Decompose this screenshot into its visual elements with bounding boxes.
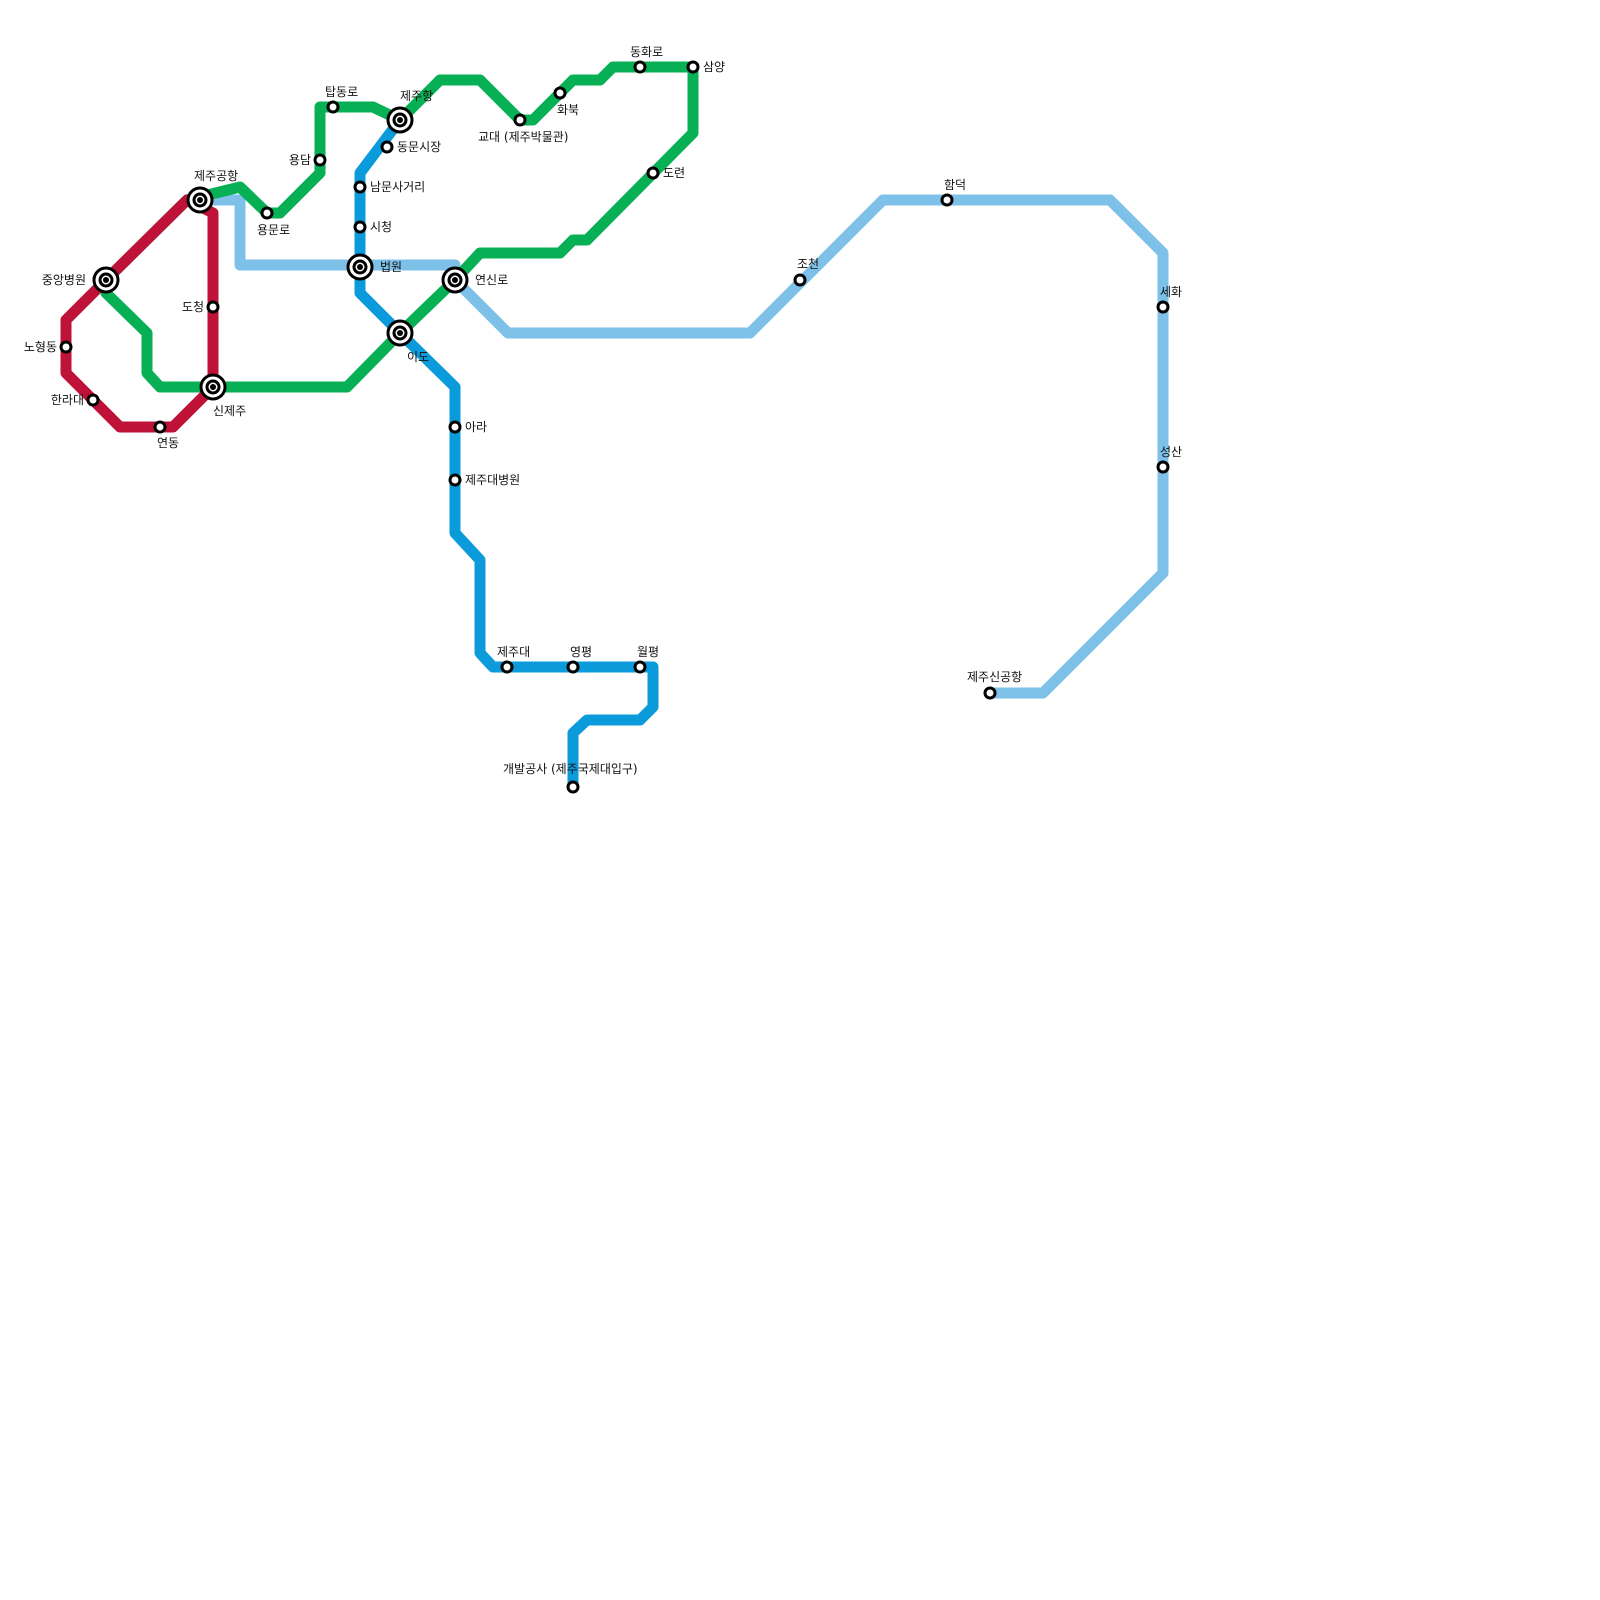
station-label: 동화로 xyxy=(630,45,663,59)
station-nammun[interactable]: 남문사거리 xyxy=(353,180,425,194)
station-label: 법원 xyxy=(380,260,402,274)
station-jungang[interactable]: 중앙병원 xyxy=(42,266,120,294)
station-tapdongro[interactable]: 탑동로 xyxy=(325,85,358,114)
station-sinjeju[interactable]: 신제주 xyxy=(199,373,246,418)
station-yeondong[interactable]: 연동 xyxy=(153,420,179,450)
station-yongdam[interactable]: 용담 xyxy=(289,153,327,167)
station-label: 제주항 xyxy=(400,89,433,103)
lightblue-line-east xyxy=(449,194,1169,699)
station-label: 제주신공항 xyxy=(967,670,1022,684)
station-label: 제주대병원 xyxy=(465,473,520,487)
station-yeonsinro[interactable]: 연신로 xyxy=(441,266,508,294)
station-doryeon[interactable]: 도련 xyxy=(646,166,685,180)
station-label: 화북 xyxy=(557,103,579,117)
stations: 중앙병원 제주공항 신제주 법원 제주항 연신로 이도 노형동 xyxy=(24,45,1182,794)
station-gyodae[interactable]: 교대 (제주박물관) xyxy=(478,113,568,144)
station-jejugonghang[interactable]: 제주공항 xyxy=(186,169,238,214)
station-hallade[interactable]: 한라대 xyxy=(51,393,100,407)
station-docheong[interactable]: 도청 xyxy=(182,300,220,314)
station-donghwaro[interactable]: 동화로 xyxy=(630,45,663,74)
station-label: 아라 xyxy=(465,420,487,434)
station-label: 성산 xyxy=(1160,445,1182,459)
station-label: 교대 (제주박물관) xyxy=(478,130,568,144)
station-hamdeok[interactable]: 함덕 xyxy=(940,178,966,207)
station-label: 도련 xyxy=(663,166,685,180)
station-label: 도청 xyxy=(182,300,204,314)
station-jejuhang[interactable]: 제주항 xyxy=(386,89,433,134)
station-label: 남문사거리 xyxy=(370,180,425,194)
station-seongsan[interactable]: 성산 xyxy=(1156,445,1182,474)
station-jocheon[interactable]: 조천 xyxy=(793,256,819,287)
station-label: 용문로 xyxy=(257,223,290,237)
station-samyang[interactable]: 삼양 xyxy=(686,60,725,74)
station-sehwa[interactable]: 세화 xyxy=(1156,285,1182,314)
station-label: 한라대 xyxy=(51,393,84,407)
station-ara[interactable]: 아라 xyxy=(448,420,487,434)
station-jejudae[interactable]: 제주대 xyxy=(497,645,530,674)
station-label: 세화 xyxy=(1160,285,1182,299)
station-sicheong[interactable]: 시청 xyxy=(353,220,392,234)
station-label: 월평 xyxy=(637,645,659,659)
station-gaebal[interactable]: 개발공사 (제주국제대입구) xyxy=(503,762,638,794)
station-label: 영평 xyxy=(570,645,592,659)
station-label: 용담 xyxy=(289,153,311,167)
station-label: 이도 xyxy=(407,350,429,364)
station-ido[interactable]: 이도 xyxy=(386,319,429,364)
station-label: 탑동로 xyxy=(325,85,358,99)
station-label: 노형동 xyxy=(24,340,57,354)
station-jejusingonghang[interactable]: 제주신공항 xyxy=(967,670,1022,700)
lightblue-line xyxy=(194,194,461,271)
station-yongmunro[interactable]: 용문로 xyxy=(257,206,290,237)
station-label: 연신로 xyxy=(475,273,508,287)
station-label: 개발공사 (제주국제대입구) xyxy=(503,762,638,776)
blue-line xyxy=(354,114,659,793)
station-label: 조천 xyxy=(797,256,819,271)
station-yeongpyeong[interactable]: 영평 xyxy=(566,645,592,674)
station-label: 중앙병원 xyxy=(42,273,86,287)
station-dongmun[interactable]: 동문시장 xyxy=(380,140,441,154)
station-wolpyeong[interactable]: 월평 xyxy=(633,645,659,674)
station-label: 함덕 xyxy=(944,178,966,192)
green-line xyxy=(100,61,699,393)
station-label: 동문시장 xyxy=(397,140,441,154)
station-nohyeong[interactable]: 노형동 xyxy=(24,340,73,354)
station-label: 제주공항 xyxy=(194,169,238,183)
station-jejudaebyeongwon[interactable]: 제주대병원 xyxy=(448,473,520,487)
station-label: 삼양 xyxy=(703,60,725,74)
station-label: 연동 xyxy=(157,436,179,450)
station-label: 시청 xyxy=(370,220,392,234)
station-label: 신제주 xyxy=(213,404,246,418)
station-beopwon[interactable]: 법원 xyxy=(346,253,402,281)
station-label: 제주대 xyxy=(497,645,530,659)
station-hwabuk[interactable]: 화북 xyxy=(553,86,579,117)
